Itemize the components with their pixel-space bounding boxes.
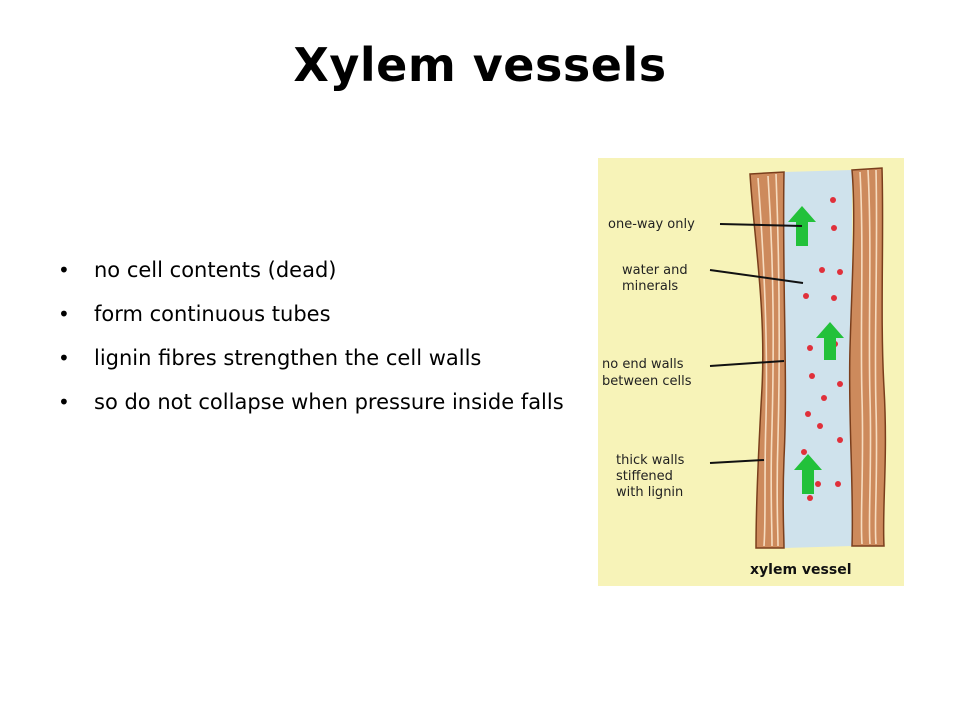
bullet-text: no cell contents (dead) xyxy=(94,258,337,282)
bullet-item: • form continuous tubes xyxy=(56,300,576,328)
label-water: water and xyxy=(622,263,688,278)
bullet-text: lignin fibres strengthen the cell walls xyxy=(94,346,482,370)
label-no-end-walls: no end walls xyxy=(602,357,684,372)
xylem-diagram: one-way only water and minerals no end w… xyxy=(598,158,904,586)
label-thick-walls: thick walls xyxy=(616,453,685,468)
bullet-item: • lignin fibres strengthen the cell walls xyxy=(56,344,576,372)
bullet-dot-icon: • xyxy=(58,302,70,326)
bullet-item: • no cell contents (dead) xyxy=(56,256,576,284)
label-with-lignin: with lignin xyxy=(616,485,683,500)
xylem-diagram-svg: one-way only water and minerals no end w… xyxy=(598,158,904,586)
right-cell-wall xyxy=(848,167,887,547)
bullet-dot-icon: • xyxy=(58,390,70,414)
slide-title: Xylem vessels xyxy=(293,38,667,92)
bullet-text: so do not collapse when pressure inside … xyxy=(94,390,564,414)
bullet-text: form continuous tubes xyxy=(94,302,331,326)
up-arrow-icon xyxy=(794,454,822,494)
label-pointers xyxy=(709,223,804,464)
up-arrow-icon xyxy=(816,322,844,360)
label-between-cells: between cells xyxy=(602,374,692,389)
bullet-list: • no cell contents (dead) • form continuou… xyxy=(56,256,576,432)
left-cell-wall xyxy=(749,171,787,549)
label-one-way: one-way only xyxy=(608,217,695,232)
vessel-lumen xyxy=(784,170,852,548)
lignin-fibres xyxy=(757,169,878,547)
bullet-item: • so do not collapse when pressure inside… xyxy=(56,388,576,416)
diagram-caption: xylem vessel xyxy=(750,562,852,578)
bullet-dot-icon: • xyxy=(58,346,70,370)
bullet-dot-icon: • xyxy=(58,258,70,282)
label-stiffened: stiffened xyxy=(616,469,673,484)
label-minerals: minerals xyxy=(622,279,678,294)
